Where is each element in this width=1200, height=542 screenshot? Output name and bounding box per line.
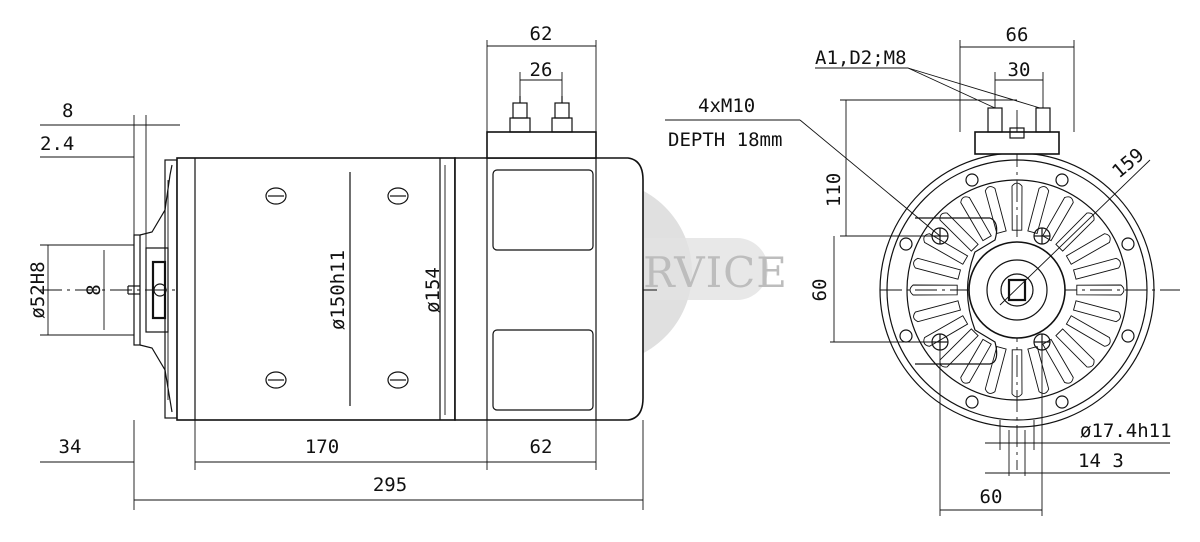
fin-slot <box>1027 186 1050 235</box>
dim-bottom-offset: 60 <box>980 486 1003 508</box>
dim-key-height: 14 3 <box>1078 450 1124 472</box>
label-hole-depth: DEPTH 18mm <box>668 129 782 151</box>
dim-body-dia: ø150h11 <box>327 250 349 330</box>
dim-terminal-spacing-end: 30 <box>1008 59 1031 81</box>
dim-overall-len: 295 <box>373 474 407 496</box>
dim-bolt-circle: 159 <box>1108 144 1148 183</box>
dim-flange-offset: 2.4 <box>40 133 74 155</box>
dim-key-width: 8 <box>83 284 105 295</box>
fin-slot <box>1011 349 1023 398</box>
fin-slot <box>960 196 992 242</box>
fin-slot <box>909 284 958 296</box>
rim-bolt-icon <box>899 173 1135 409</box>
label-mount-holes: 4xM10 <box>698 95 755 117</box>
fin-slot <box>984 345 1007 394</box>
fin-slot <box>923 315 969 347</box>
fin-slot <box>913 300 962 323</box>
fin-slot <box>1042 196 1074 242</box>
fin-slot <box>939 212 979 252</box>
fin-slot <box>1072 300 1121 323</box>
fin-slot <box>1055 328 1095 368</box>
fin-slot <box>1042 338 1074 384</box>
fin-slot <box>1027 345 1050 394</box>
end-view: 66 30 A1,D2;M8 4xM10 DEPTH 18mm 159 110 … <box>665 24 1180 516</box>
fin-slot <box>923 233 969 265</box>
dim-body-len: 170 <box>305 436 339 458</box>
terminal-b <box>551 96 573 133</box>
dim-shaft-dia: ø17.4h11 <box>1080 420 1172 442</box>
fin-slot <box>1011 182 1023 231</box>
dim-vertical-spacing: 110 <box>823 173 845 207</box>
dim-box-width: 66 <box>1006 24 1029 46</box>
dim-pilot-dia: ø52H8 <box>27 261 49 318</box>
fin-slot <box>913 257 962 280</box>
bolt-icon <box>265 187 409 389</box>
dim-terminal-box-width: 62 <box>530 23 553 45</box>
dim-cover-len: 62 <box>530 436 553 458</box>
fin-slot <box>1065 233 1111 265</box>
fin-slot <box>960 338 992 384</box>
terminal-a <box>509 96 531 133</box>
fin-slot <box>1072 257 1121 280</box>
dim-cover-dia: ø154 <box>422 267 444 313</box>
side-view: 62 26 8 2.4 ø52H8 8 ø150h11 ø154 34 170 <box>27 23 660 510</box>
dim-shaft-len: 8 <box>62 100 73 122</box>
dim-terminal-spacing: 26 <box>530 59 553 81</box>
label-terminals: A1,D2;M8 <box>815 47 907 69</box>
fin-slot <box>984 186 1007 235</box>
fin-slot <box>1076 284 1125 296</box>
fin-slot <box>1065 315 1111 347</box>
dim-front-len: 34 <box>59 436 82 458</box>
dim-horizontal-offset: 60 <box>809 279 831 302</box>
